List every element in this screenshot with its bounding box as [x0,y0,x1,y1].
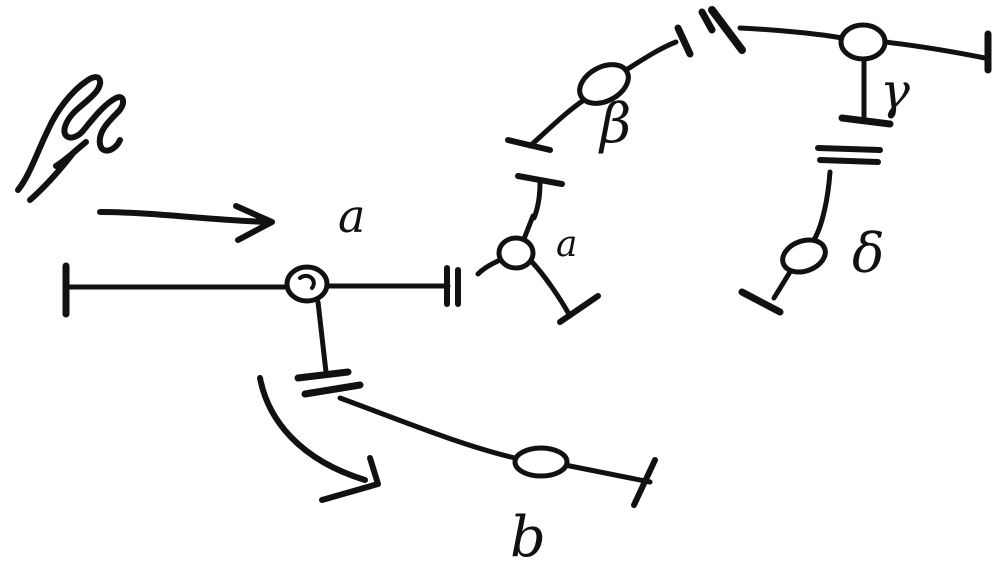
label-delta: δ [852,222,885,285]
monogram-scribble [15,74,126,203]
main-axis [62,262,461,318]
label-a-main: a [338,189,365,243]
label-a-small: a [556,224,577,265]
node-delta [780,237,828,275]
label-beta: β [598,92,631,155]
label-gamma: γ [880,62,910,120]
node-a-small [496,235,536,271]
node-a [284,264,330,304]
gamma-link [815,30,992,165]
node-a-small-group [475,173,601,325]
node-gamma [838,22,888,62]
a-to-b-link [294,299,364,398]
arrow-to-a [97,203,275,243]
node-beta [577,62,631,106]
label-b: b [510,505,546,563]
node-b [512,445,570,479]
curved-arrow-down [257,375,381,503]
beta-link [505,6,845,153]
link-to-b [337,395,658,508]
delta-link [738,169,833,316]
